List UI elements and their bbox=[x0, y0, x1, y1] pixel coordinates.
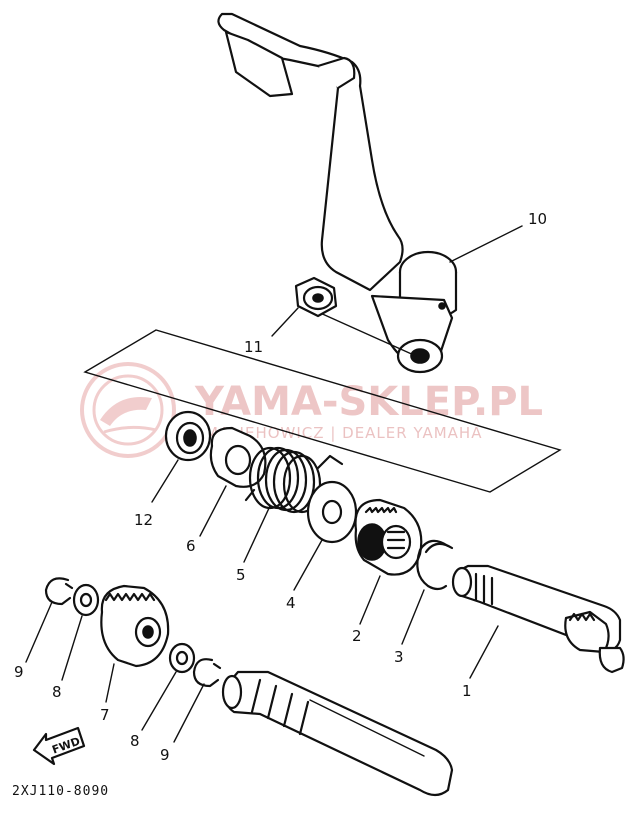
washer bbox=[306, 480, 358, 544]
fwd-arrow: FWD bbox=[32, 726, 86, 766]
watermark: YAMA-SKLEP.PL MALIEHOWICZ | DEALER YAMAH… bbox=[80, 362, 543, 458]
callout-9-right: 9 bbox=[160, 746, 170, 764]
oil-seal bbox=[164, 410, 212, 462]
callout-7: 7 bbox=[100, 706, 110, 724]
callout-4: 4 bbox=[286, 594, 296, 612]
watermark-logo bbox=[80, 362, 176, 458]
washer-right bbox=[168, 642, 196, 674]
axis-line-crank bbox=[317, 311, 417, 357]
callout-5: 5 bbox=[236, 566, 246, 584]
idler-gear bbox=[100, 584, 170, 668]
callout-6: 6 bbox=[186, 537, 196, 555]
callout-11: 11 bbox=[244, 338, 263, 356]
washer-left bbox=[72, 583, 100, 617]
nut bbox=[294, 276, 338, 318]
torsion-spring bbox=[244, 446, 344, 514]
circlip bbox=[416, 539, 454, 591]
main-axle bbox=[221, 670, 454, 797]
diagram-code: 2XJ110-8090 bbox=[12, 784, 109, 799]
circlip-left bbox=[44, 577, 74, 606]
ratchet-wheel bbox=[354, 498, 423, 576]
callout-1: 1 bbox=[462, 682, 472, 700]
callout-2: 2 bbox=[352, 627, 362, 645]
leader-lines bbox=[25, 225, 523, 743]
callout-10: 10 bbox=[528, 210, 547, 228]
callouts: 10 11 12 6 5 4 2 3 1 9 8 7 8 9 bbox=[14, 210, 547, 764]
callout-3: 3 bbox=[394, 648, 404, 666]
callout-9-left: 9 bbox=[14, 663, 24, 681]
kick-crank bbox=[217, 12, 458, 374]
collar bbox=[209, 426, 267, 488]
kick-axle bbox=[451, 564, 625, 674]
assembly-frame bbox=[83, 329, 562, 493]
callout-8-right: 8 bbox=[130, 732, 140, 750]
callout-12: 12 bbox=[134, 511, 153, 529]
watermark-title: YAMA-SKLEP.PL bbox=[194, 379, 543, 425]
callout-8-left: 8 bbox=[52, 683, 62, 701]
circlip-right bbox=[192, 658, 222, 688]
